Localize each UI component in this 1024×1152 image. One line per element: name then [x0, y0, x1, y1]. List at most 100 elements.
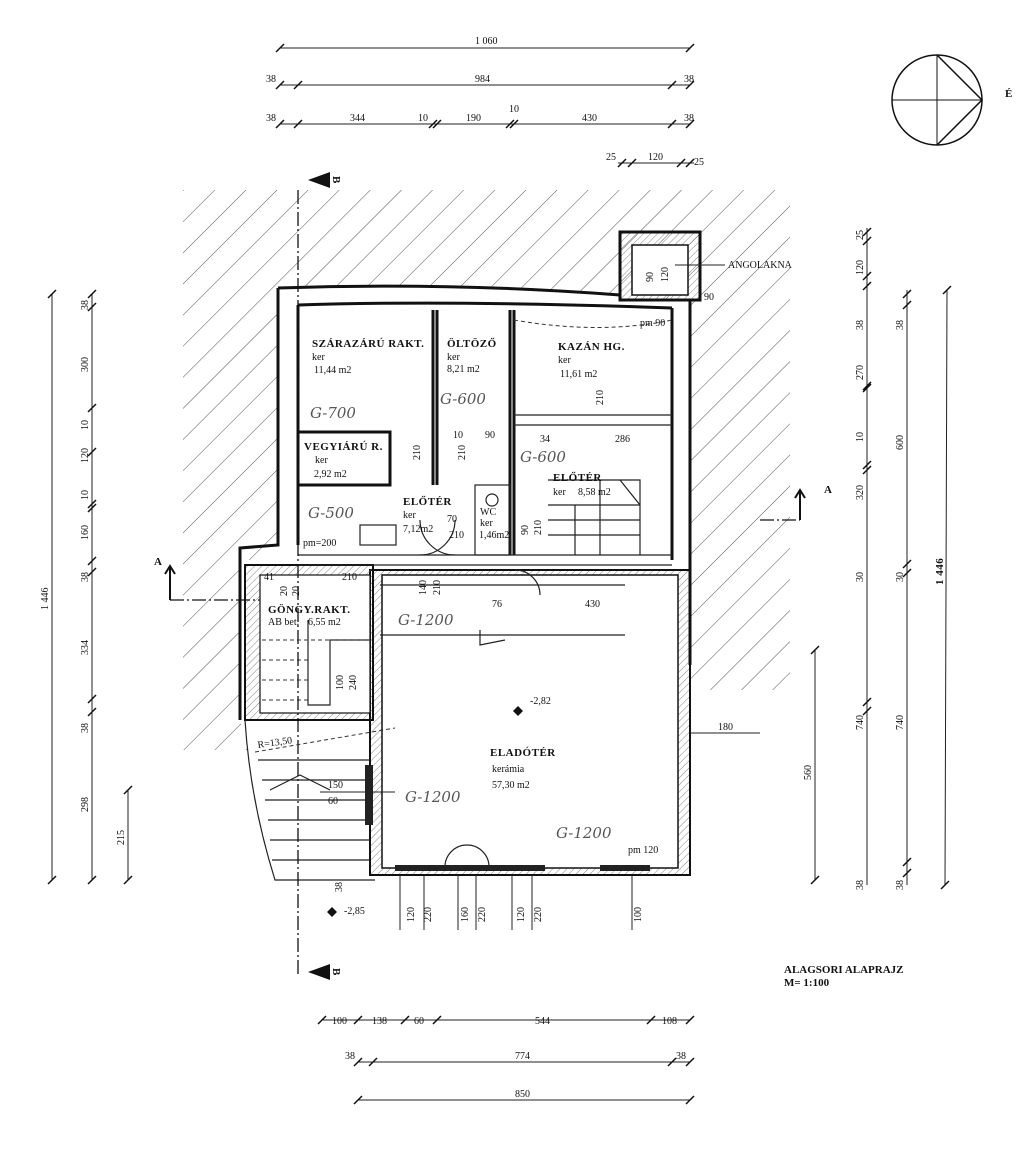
- dim-label: 240: [348, 675, 359, 690]
- pm-90-label: pm 90: [640, 318, 665, 329]
- dim-label: 38: [895, 320, 906, 330]
- dim-label: 270: [855, 365, 866, 380]
- room-floor: ker: [315, 455, 328, 466]
- room-floor: ker: [447, 352, 460, 363]
- dim-label: 90: [485, 430, 495, 441]
- dim-label: 10: [80, 420, 91, 430]
- room-name: ÖLTÖZŐ: [447, 337, 497, 350]
- dim-label: 38: [895, 880, 906, 890]
- dim-label: 38: [684, 74, 694, 85]
- dim-label: 38: [345, 1051, 355, 1062]
- radius-label: R=13,50: [257, 735, 293, 751]
- dim-label: 984: [475, 74, 490, 85]
- dim-label: 120: [660, 267, 671, 282]
- dimensions-inner: 90 120 90 210 10 90 34 286 210 210 70 21…: [264, 267, 760, 892]
- room-floor: ker: [553, 487, 566, 498]
- drawing-title: ALAGSORI ALAPRAJZ M= 1:100: [784, 964, 904, 989]
- dim-label: 38: [334, 882, 345, 892]
- dim-label: 430: [582, 113, 597, 124]
- dim-label: 286: [615, 434, 630, 445]
- room-area: 8,21 m2: [447, 364, 480, 375]
- room-floor: kerámia: [492, 764, 525, 775]
- handwritten-notes: G-700 G-600 G-600 G-500 G-1200 G-1200 G-…: [308, 390, 612, 842]
- dim-label: 544: [535, 1016, 550, 1027]
- room-name: WC: [480, 507, 496, 518]
- section-b-bottom: B: [330, 968, 342, 976]
- dim-label: 38: [676, 1051, 686, 1062]
- dim-label: 25: [694, 157, 704, 168]
- room-area: 8,58 m2: [578, 487, 611, 498]
- dim-label: 215: [116, 830, 127, 845]
- room-name: VEGYIÁRÚ R.: [304, 441, 383, 453]
- dim-label: 100: [633, 907, 644, 922]
- dim-label: 140: [418, 580, 429, 595]
- dim-label: 10: [855, 432, 866, 442]
- dimensions-right: 25 120 38 270 10 320 30 740 38 38 600 30…: [803, 227, 952, 890]
- handwritten-note: G-1200: [556, 824, 612, 842]
- room-area: 11,44 m2: [314, 365, 351, 376]
- dim-label: 38: [266, 113, 276, 124]
- building-walls: [238, 230, 702, 881]
- dim-label: 60: [328, 796, 338, 807]
- north-arrow-icon: É: [891, 54, 1012, 146]
- room-floor: AB bet.: [268, 617, 299, 628]
- dim-label: 298: [80, 797, 91, 812]
- handwritten-note: G-500: [308, 504, 354, 522]
- dim-label: 160: [460, 907, 471, 922]
- section-lines: B B A A: [154, 172, 832, 980]
- room-area: 11,61 m2: [560, 369, 597, 380]
- handwritten-note: G-1200: [405, 788, 461, 806]
- dim-label: 120: [406, 907, 417, 922]
- annotations: ANGOLAKNA pm 90 pm=200 pm 120 -2,82 -2,8…: [254, 260, 793, 917]
- dim-label: 100: [335, 675, 346, 690]
- dim-label: 740: [855, 715, 866, 730]
- dim-label: 138: [372, 1016, 387, 1027]
- handwritten-note: G-700: [310, 404, 356, 422]
- room-area: 2,92 m2: [314, 469, 347, 480]
- pm-200-label: pm=200: [303, 538, 336, 549]
- dim-label: 334: [80, 640, 91, 655]
- dim-label: 120: [855, 260, 866, 275]
- handwritten-note: G-1200: [398, 611, 454, 629]
- room-name: ELŐTÉR: [403, 496, 452, 508]
- dim-label: 10: [80, 490, 91, 500]
- dim-label: 76: [492, 599, 502, 610]
- dimensions-left: 1 446 38 300 10 120 10 160 38 334 38 298…: [40, 289, 133, 885]
- dim-label: 210: [432, 580, 443, 595]
- dim-label: 38: [80, 572, 91, 582]
- room-area: 57,30 m2: [492, 780, 530, 791]
- dim-label: 220: [533, 907, 544, 922]
- dim-label: 210: [595, 390, 606, 405]
- dim-label: 38: [684, 113, 694, 124]
- room-vegyiaru: VEGYIÁRÚ R. ker 2,92 m2: [304, 441, 383, 480]
- dim-label: 344: [350, 113, 365, 124]
- dim-label: 190: [466, 113, 481, 124]
- dim-label: 320: [855, 485, 866, 500]
- pm-120-label: pm 120: [628, 845, 658, 856]
- room-gongy-rakt: GÖNGY.RAKT.AB bet.6,55 m2: [268, 603, 350, 628]
- dim-label: 108: [662, 1016, 677, 1027]
- dim-label: 38: [80, 723, 91, 733]
- dim-label: 38: [266, 74, 276, 85]
- dim-label: 600: [895, 435, 906, 450]
- room-name: KAZÁN HG.: [558, 341, 625, 353]
- dim-label: 90: [704, 292, 714, 303]
- dim-label: 38: [855, 320, 866, 330]
- dim-label: 850: [515, 1089, 530, 1100]
- dimensions-top: 1 060 38 984 38 38 344 10 190 10 430 38 …: [266, 36, 704, 168]
- dim-label: 430: [585, 599, 600, 610]
- dim-label: 120: [648, 152, 663, 163]
- dim-label: 210: [449, 530, 464, 541]
- dim-label: 220: [477, 907, 488, 922]
- room-floor: ker: [480, 518, 493, 529]
- dim-label: 210: [342, 572, 357, 583]
- dim-label: 1 060: [475, 36, 498, 47]
- dim-label: 220: [423, 907, 434, 922]
- level-marker-icon: [513, 706, 523, 716]
